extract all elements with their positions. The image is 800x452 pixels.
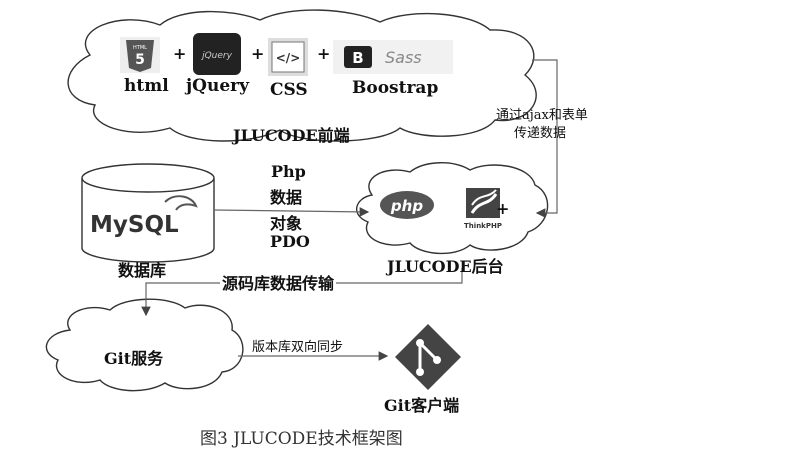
frontend-title: JLUCODE前端 <box>233 126 350 145</box>
html-label: html <box>124 76 169 96</box>
svg-text:HTML: HTML <box>133 45 147 51</box>
boostrap-label: Boostrap <box>352 78 439 98</box>
svg-text:ThinkPHP: ThinkPHP <box>464 222 502 230</box>
svg-text:jQuery: jQuery <box>200 51 233 61</box>
database-title: 数据库 <box>118 261 167 280</box>
git-service-title: Git服务 <box>104 349 164 368</box>
mysql-logo-icon: MySQL <box>90 195 198 238</box>
figure-caption: 图3 JLUCODE技术框架图 <box>200 429 403 449</box>
plus-sign: + <box>251 44 265 63</box>
ajax-label-line1: 通过ajax和表单 <box>496 108 588 123</box>
git-sync-label: 版本库双向同步 <box>252 340 344 355</box>
pdo-label-line4: PDO <box>270 232 310 251</box>
svg-text:5: 5 <box>135 52 145 68</box>
git-service-cloud <box>45 298 244 392</box>
pdo-label-line3: 对象 <box>270 214 303 233</box>
svg-text:php: php <box>390 197 423 215</box>
backend-plus-sign: + <box>496 199 510 218</box>
backend-cloud <box>356 162 549 255</box>
pdo-label-line1: Php <box>271 162 306 181</box>
plus-sign: + <box>317 44 331 63</box>
jquery-icon: jQuery <box>193 33 241 75</box>
jquery-label: jQuery <box>186 76 249 96</box>
plus-sign: + <box>173 44 187 63</box>
database-cylinder <box>81 163 215 263</box>
git-logo-icon <box>395 324 461 390</box>
svg-text:</>: </> <box>276 51 301 65</box>
connector-db-backend <box>213 207 370 217</box>
php-logo-icon: php <box>380 191 434 219</box>
backend-title: JLUCODE后台 <box>387 257 504 276</box>
connector-frontend-backend <box>532 59 558 218</box>
css-icon: </> <box>268 38 308 76</box>
thinkphp-logo-icon: ThinkPHP <box>464 188 502 230</box>
svg-text:Sass: Sass <box>385 48 422 67</box>
source-transfer-label: 源码库数据传输 <box>220 270 337 294</box>
svg-text:B: B <box>352 49 363 67</box>
mysql-logo-text: MySQL <box>90 212 179 238</box>
html5-icon: HTML 5 <box>120 37 160 73</box>
git-client-title: Git客户端 <box>384 396 460 415</box>
css-label: CSS <box>270 80 308 100</box>
bootstrap-sass-icon: B Sass <box>333 40 453 74</box>
pdo-label-line2: 数据 <box>270 188 303 207</box>
ajax-label-line2: 传递数据 <box>514 126 567 141</box>
